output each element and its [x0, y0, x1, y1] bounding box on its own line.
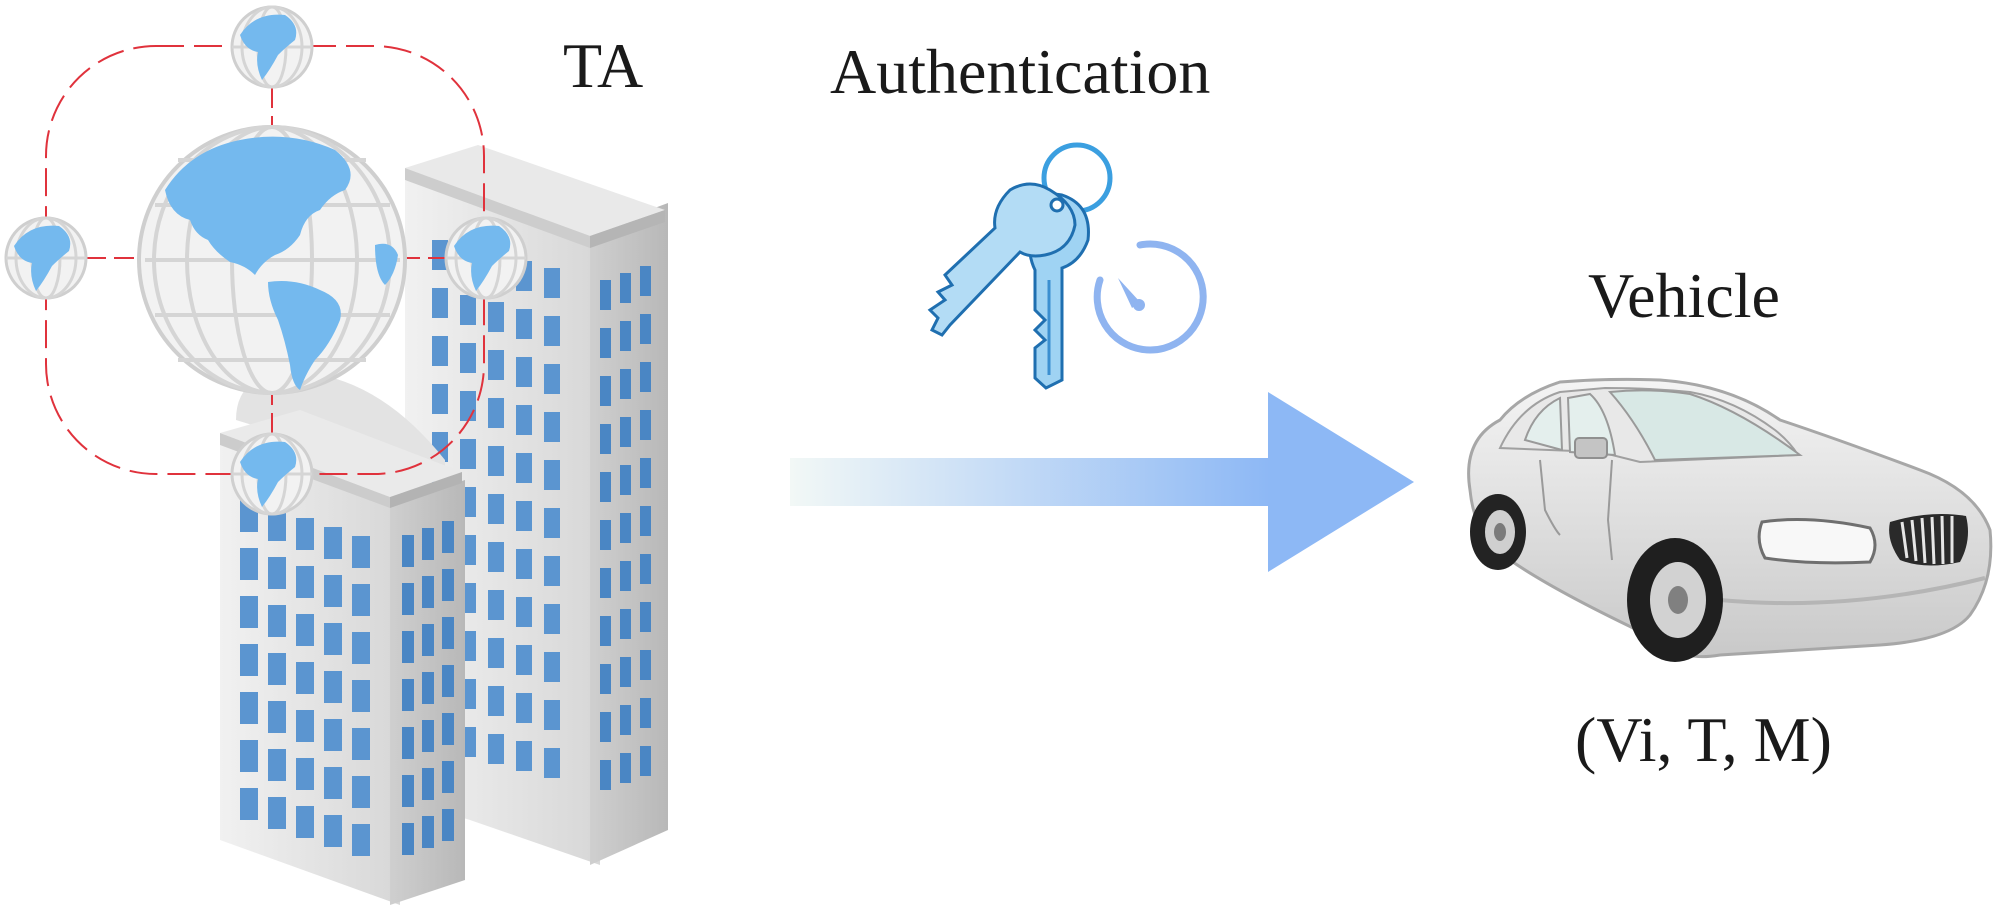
- small-globe-bottom: [230, 432, 314, 516]
- car-icon: [1467, 377, 1993, 662]
- timer-icon: [1093, 240, 1207, 354]
- office-buildings-icon: [220, 145, 668, 905]
- right-arrow-icon: [790, 392, 1414, 572]
- small-globe-left: [4, 216, 88, 300]
- north-america-shape: [165, 136, 351, 275]
- main-globe: [137, 125, 407, 395]
- globe-network-icon: [4, 5, 528, 516]
- small-globe-right: [444, 216, 528, 300]
- authentication-label: Authentication: [830, 36, 1211, 107]
- car-grille: [1889, 514, 1968, 566]
- keys-icon: [927, 142, 1113, 390]
- front-key: [927, 182, 1077, 337]
- car-windshield: [1607, 389, 1803, 462]
- authority-label: TA: [563, 30, 644, 101]
- vehicle-label: Vehicle: [1588, 260, 1780, 331]
- south-america-shape: [268, 281, 341, 390]
- car-rear-wheel: [1470, 494, 1526, 570]
- small-globe-top: [230, 5, 314, 89]
- vehicle-params-label: (Vi, T, M): [1575, 704, 1832, 775]
- car-front-wheel: [1627, 538, 1723, 662]
